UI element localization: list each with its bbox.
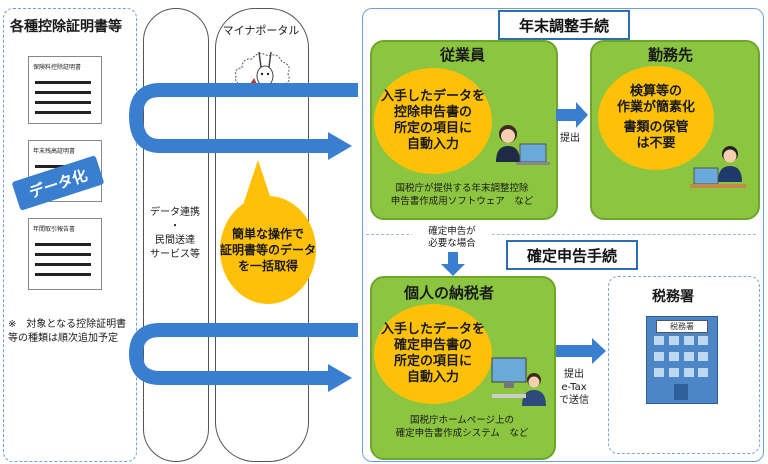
submit-arrow-employer	[556, 102, 588, 128]
employer-bubble: 検算等の作業が簡素化 書類の保管は不要	[598, 66, 714, 170]
taxpayer-bubble: 入手したデータを確定申告書の 所定の項目に自動入力	[374, 304, 492, 404]
data-linkage-label: データ連携・ 民間送達サービス等	[150, 207, 200, 260]
certificate-doc-insurance: 保険料控除証明書	[28, 56, 102, 124]
section-divider	[366, 234, 756, 235]
tax-office-title: 税務署	[652, 289, 694, 305]
submit-arrow-taxoffice	[556, 338, 606, 364]
submit-label: 提出	[560, 133, 580, 144]
employee-laptop-icon	[496, 125, 550, 165]
taxpayer-computer-icon	[491, 357, 546, 406]
employee-title: 従業員	[440, 46, 486, 64]
doc-header: 年末残高証明書	[33, 148, 76, 155]
employee-caption: 国税庁が提供する年末調整控除申告書作成用ソフトウェア など	[390, 183, 534, 207]
tax-office-sign: 税務署	[656, 320, 708, 333]
building-windows	[654, 336, 708, 400]
certificates-title: 各種控除証明書等	[10, 19, 122, 35]
employer-laptop-icon	[690, 146, 746, 188]
procedures-panel	[362, 8, 764, 462]
employer-title: 勤務先	[648, 46, 694, 64]
doc-header: 年間取引報告書	[33, 226, 76, 233]
note-text: ※ 対象となる控除証明書等の種類は順次追加予定	[8, 319, 127, 344]
tax-office-box	[608, 276, 760, 454]
employee-bubble: 入手したデータを控除申告書の 所定の項目に自動入力	[374, 68, 492, 174]
transition-label: 確定申告が必要な場合	[412, 226, 492, 250]
certificates-panel	[3, 8, 137, 462]
taxpayer-title: 個人の納税者	[404, 284, 495, 302]
cloud-mascot-icon	[235, 51, 290, 87]
taxpayer-caption: 国税庁ホームページ上の確定申告書作成システム など	[395, 415, 529, 439]
nenmatsu-heading: 年末調整手続	[498, 10, 630, 40]
transition-arrow-down	[441, 252, 465, 276]
mynaportal-bubble: 簡単な操作で証明書等のデータを一括取得	[220, 196, 316, 304]
mynaportal-title: マイナポータル	[222, 24, 300, 37]
kakutei-heading: 確定申告手続	[506, 240, 638, 270]
doc-header: 保険料控除証明書	[33, 64, 82, 71]
certificate-doc-trade-report: 年間取引報告書	[28, 218, 102, 290]
